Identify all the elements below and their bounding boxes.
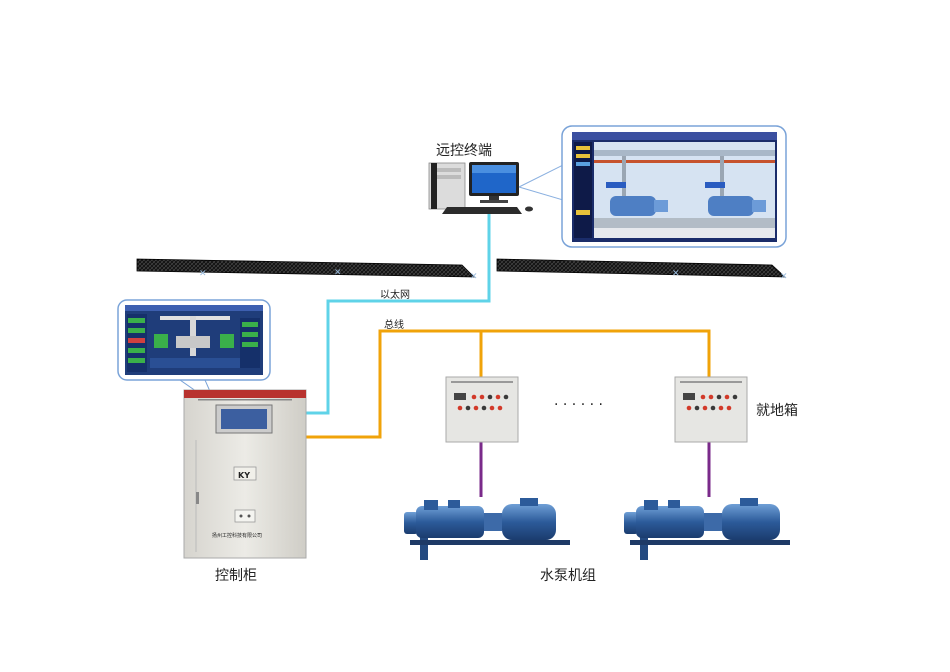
cabinet-badge: KY: [238, 471, 250, 480]
local-box-2: [674, 376, 748, 443]
svg-text:✕: ✕: [470, 272, 478, 282]
remote-terminal-label: 远控终端: [436, 143, 492, 159]
local-box-label: 就地箱: [756, 403, 798, 419]
ellipsis-dots: · · · · · ·: [554, 397, 603, 413]
scada-callout-pointer: [518, 164, 564, 201]
svg-text:✕: ✕: [334, 268, 342, 278]
ethernet-line: [305, 213, 491, 415]
hmi-screen-callout: [117, 299, 271, 381]
pump-unit-2: [624, 498, 790, 560]
bus-line-main: [305, 329, 711, 439]
svg-text:✕: ✕: [199, 269, 207, 279]
control-cabinet: [183, 389, 307, 559]
local-box-1: [445, 376, 519, 443]
pump-unit-1: [404, 498, 570, 560]
scada-screen: [561, 125, 787, 248]
ethernet-rail-left: ✕ ✕ ✕: [136, 258, 478, 282]
cabinet-company: 扬州工控科技有限公司: [212, 532, 262, 539]
ethernet-label: 以太网: [380, 288, 410, 301]
svg-text:✕: ✕: [672, 269, 680, 279]
remote-terminal-computer: [428, 162, 533, 214]
svg-text:✕: ✕: [780, 272, 788, 282]
control-cabinet-label: 控制柜: [215, 568, 257, 584]
bus-label: 总线: [384, 318, 404, 331]
ethernet-rail-right: ✕ ✕: [496, 258, 788, 282]
pump-unit-label: 水泵机组: [540, 568, 596, 584]
